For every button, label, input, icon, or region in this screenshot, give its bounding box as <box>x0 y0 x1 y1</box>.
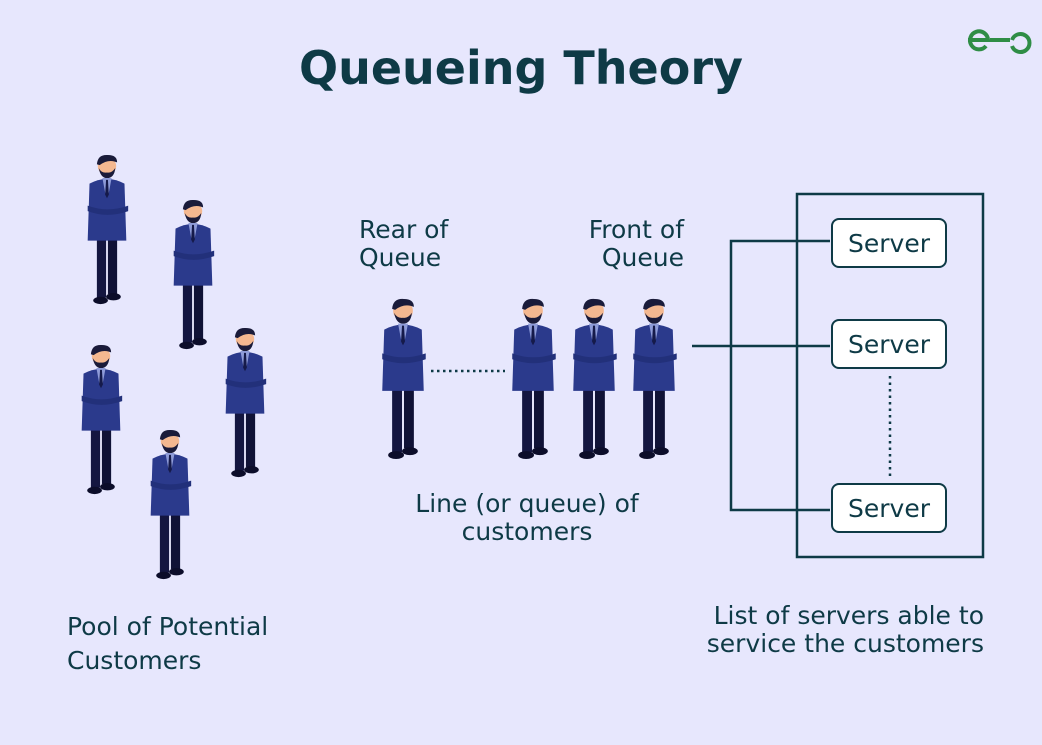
label-line: service the customers <box>706 629 984 658</box>
server-box: Server <box>831 319 947 369</box>
servers-container <box>795 192 985 559</box>
label-line: Rear of <box>359 215 449 244</box>
label-line: Front of <box>588 215 684 244</box>
person-figure <box>87 154 129 305</box>
pool-label: Pool of Potential Customers <box>67 610 268 678</box>
front-of-queue-label: Front of Queue <box>579 216 684 272</box>
rear-of-queue-label: Rear of Queue <box>359 216 448 272</box>
server-box: Server <box>831 218 947 268</box>
person-figure <box>382 298 426 460</box>
person-figure <box>633 298 677 460</box>
pool-customers <box>81 154 267 580</box>
person-figure <box>512 298 556 460</box>
line-of-customers-label: Line (or queue) of customers <box>400 490 654 546</box>
person-figure <box>573 298 617 460</box>
person-figure <box>173 199 215 350</box>
label-line: Line (or queue) of <box>415 489 639 518</box>
server-box: Server <box>831 483 947 533</box>
connector-lines <box>692 192 985 559</box>
label-line: Queue <box>601 243 684 272</box>
gfg-logo <box>968 29 1032 54</box>
label-line: Customers <box>67 646 202 675</box>
label-line: customers <box>461 517 593 546</box>
servers-list-label: List of servers able to service the cust… <box>700 602 984 658</box>
label-line: List of servers able to <box>713 601 984 630</box>
person-figure <box>81 344 123 495</box>
person-figure <box>225 327 267 478</box>
queue-customers <box>382 298 677 460</box>
person-figure <box>150 429 192 580</box>
label-line: Pool of Potential <box>67 612 269 641</box>
page-title: Queueing Theory <box>298 41 744 95</box>
label-line: Queue <box>359 243 442 272</box>
